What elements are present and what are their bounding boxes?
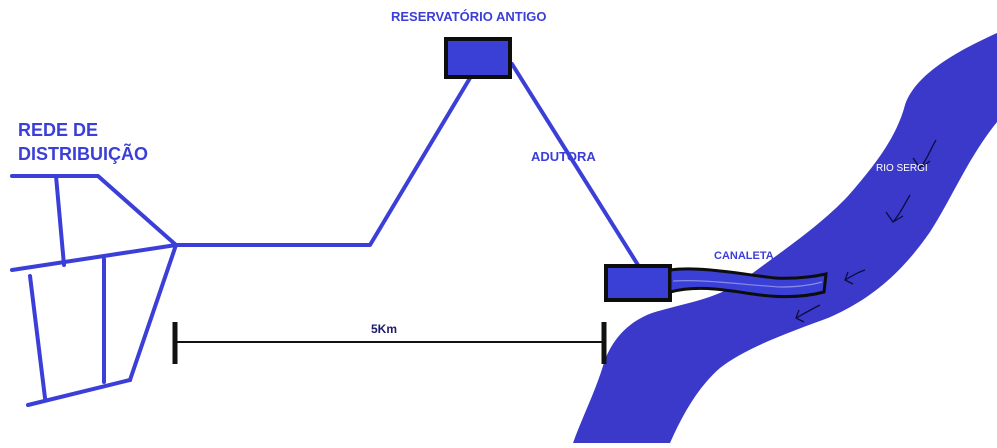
distribution-network-label-line1: REDE DE: [18, 120, 99, 140]
channel-label: CANALETA: [714, 250, 774, 262]
river-shape: [573, 33, 997, 443]
scale-bar: [172, 322, 607, 364]
scale-label: 5Km: [371, 322, 398, 336]
distribution-network-label: REDE DE DISTRIBUIÇÃO: [18, 118, 148, 166]
distribution-network: [10, 174, 178, 407]
old-reservoir-box: [444, 37, 512, 79]
intake-box: [604, 264, 672, 302]
old-reservoir-label: RESERVATÓRIO ANTIGO: [391, 9, 547, 24]
river-label: RIO SERGI: [876, 163, 928, 174]
pipeline-label: ADUTORA: [531, 149, 596, 164]
river-flow-arrows: [795, 139, 937, 323]
channel-shape: [668, 267, 828, 299]
distribution-network-label-line2: DISTRIBUIÇÃO: [18, 144, 148, 164]
main-pipeline: [174, 62, 640, 267]
channel-inner-line: [672, 280, 823, 288]
